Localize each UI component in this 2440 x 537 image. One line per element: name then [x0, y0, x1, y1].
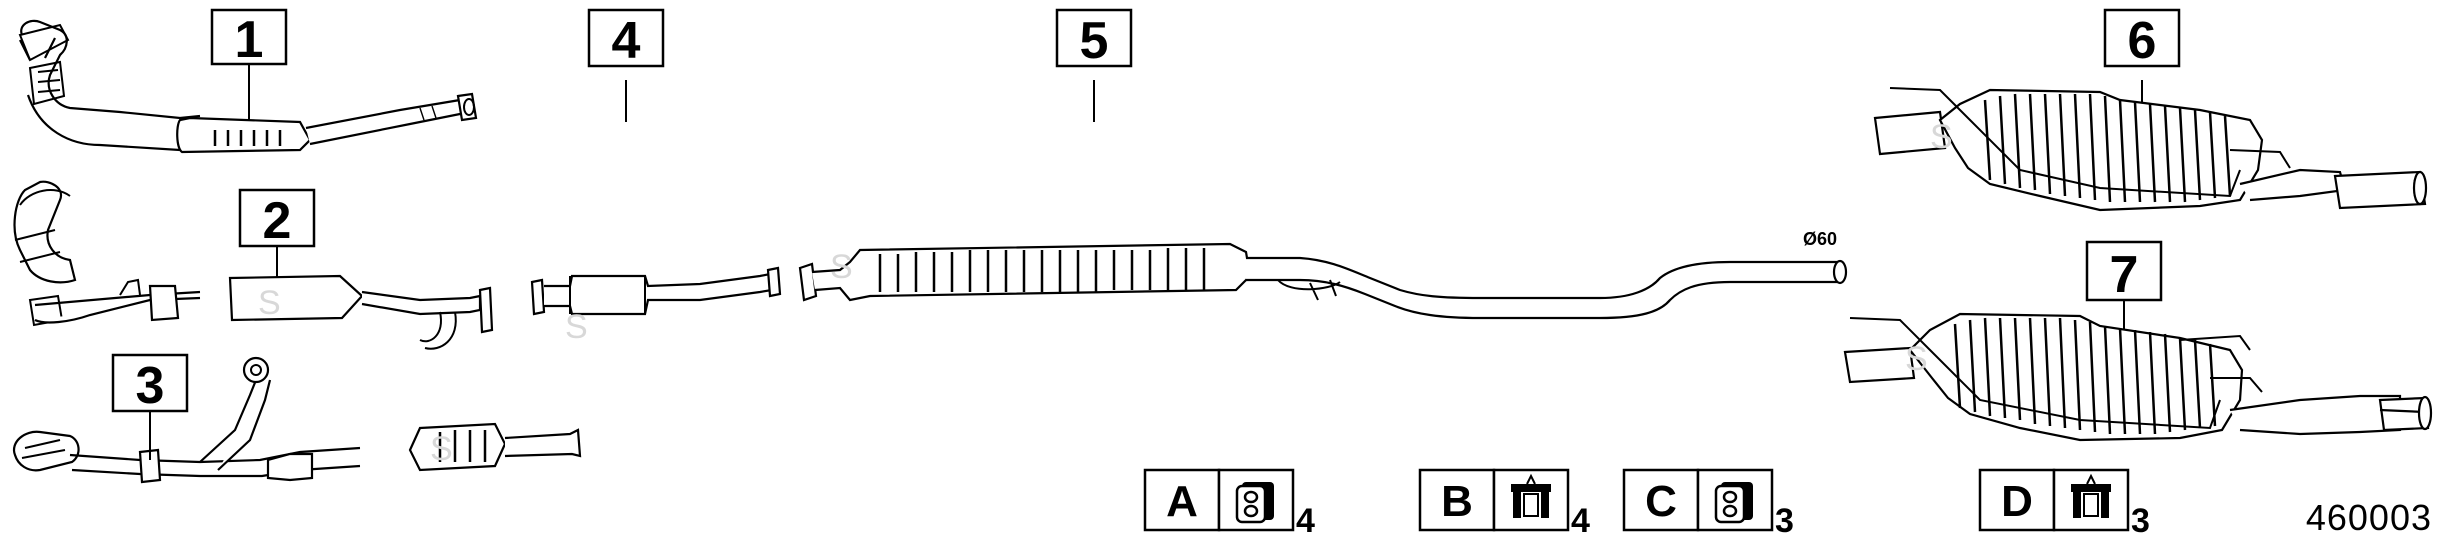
svg-text:S: S [430, 430, 453, 468]
part-label-text: 2 [263, 192, 292, 250]
svg-text:S: S [830, 248, 853, 286]
kit-letter: B [1441, 477, 1473, 526]
kit-b: B 4 [1418, 468, 1590, 537]
part-label-3: 3 [111, 353, 189, 460]
kit-quantity: 3 [1775, 502, 1794, 537]
rubber-hanger-icon [1714, 482, 1753, 524]
part-label-text: 1 [235, 11, 264, 69]
part-6-rear-silencer: S [1873, 80, 2428, 212]
svg-text:S: S [1930, 118, 1953, 156]
bracket-clamp-icon [2071, 473, 2111, 518]
part-label-4: 4 [587, 8, 665, 70]
rubber-hanger-icon [1235, 482, 1274, 524]
part-label-6: 6 [2103, 8, 2181, 70]
kit-c: C 3 [1622, 468, 1794, 537]
kit-quantity: 3 [2131, 502, 2150, 537]
kit-quantity: 4 [1296, 502, 1315, 537]
part-label-text: 4 [612, 12, 641, 70]
reference-number: 460003 [2306, 497, 2432, 537]
svg-text:S: S [258, 284, 281, 322]
part-7-rear-silencer: S [1843, 300, 2433, 442]
part-2-front-pipe: S [13, 180, 494, 350]
kit-quantity: 4 [1571, 502, 1590, 537]
part-4-intermediate-pipe: S [530, 80, 782, 346]
bracket-clamp-icon [1511, 473, 1551, 518]
kit-letter: D [2001, 477, 2033, 526]
part-label-1: 1 [210, 8, 288, 120]
svg-text:S: S [1905, 340, 1928, 378]
part-label-5: 5 [1055, 8, 1133, 70]
part-label-7: 7 [2085, 240, 2163, 304]
part-1-front-pipe [18, 19, 478, 154]
part-label-text: 7 [2110, 246, 2139, 304]
part-label-text: 5 [1080, 12, 1109, 70]
part-label-text: 3 [136, 357, 165, 415]
kit-d: D 3 [1978, 468, 2150, 537]
pipe-diameter-label: Ø60 [1803, 229, 1837, 249]
part-label-2: 2 [238, 188, 316, 278]
kit-letter: C [1645, 477, 1677, 526]
part-5-centre-silencer: S Ø60 [798, 80, 1848, 320]
kit-letter: A [1166, 477, 1198, 526]
kit-a: A 4 [1143, 468, 1315, 537]
part-label-text: 6 [2128, 12, 2157, 70]
part-3-y-pipe: S [12, 356, 582, 484]
svg-text:S: S [565, 308, 588, 346]
